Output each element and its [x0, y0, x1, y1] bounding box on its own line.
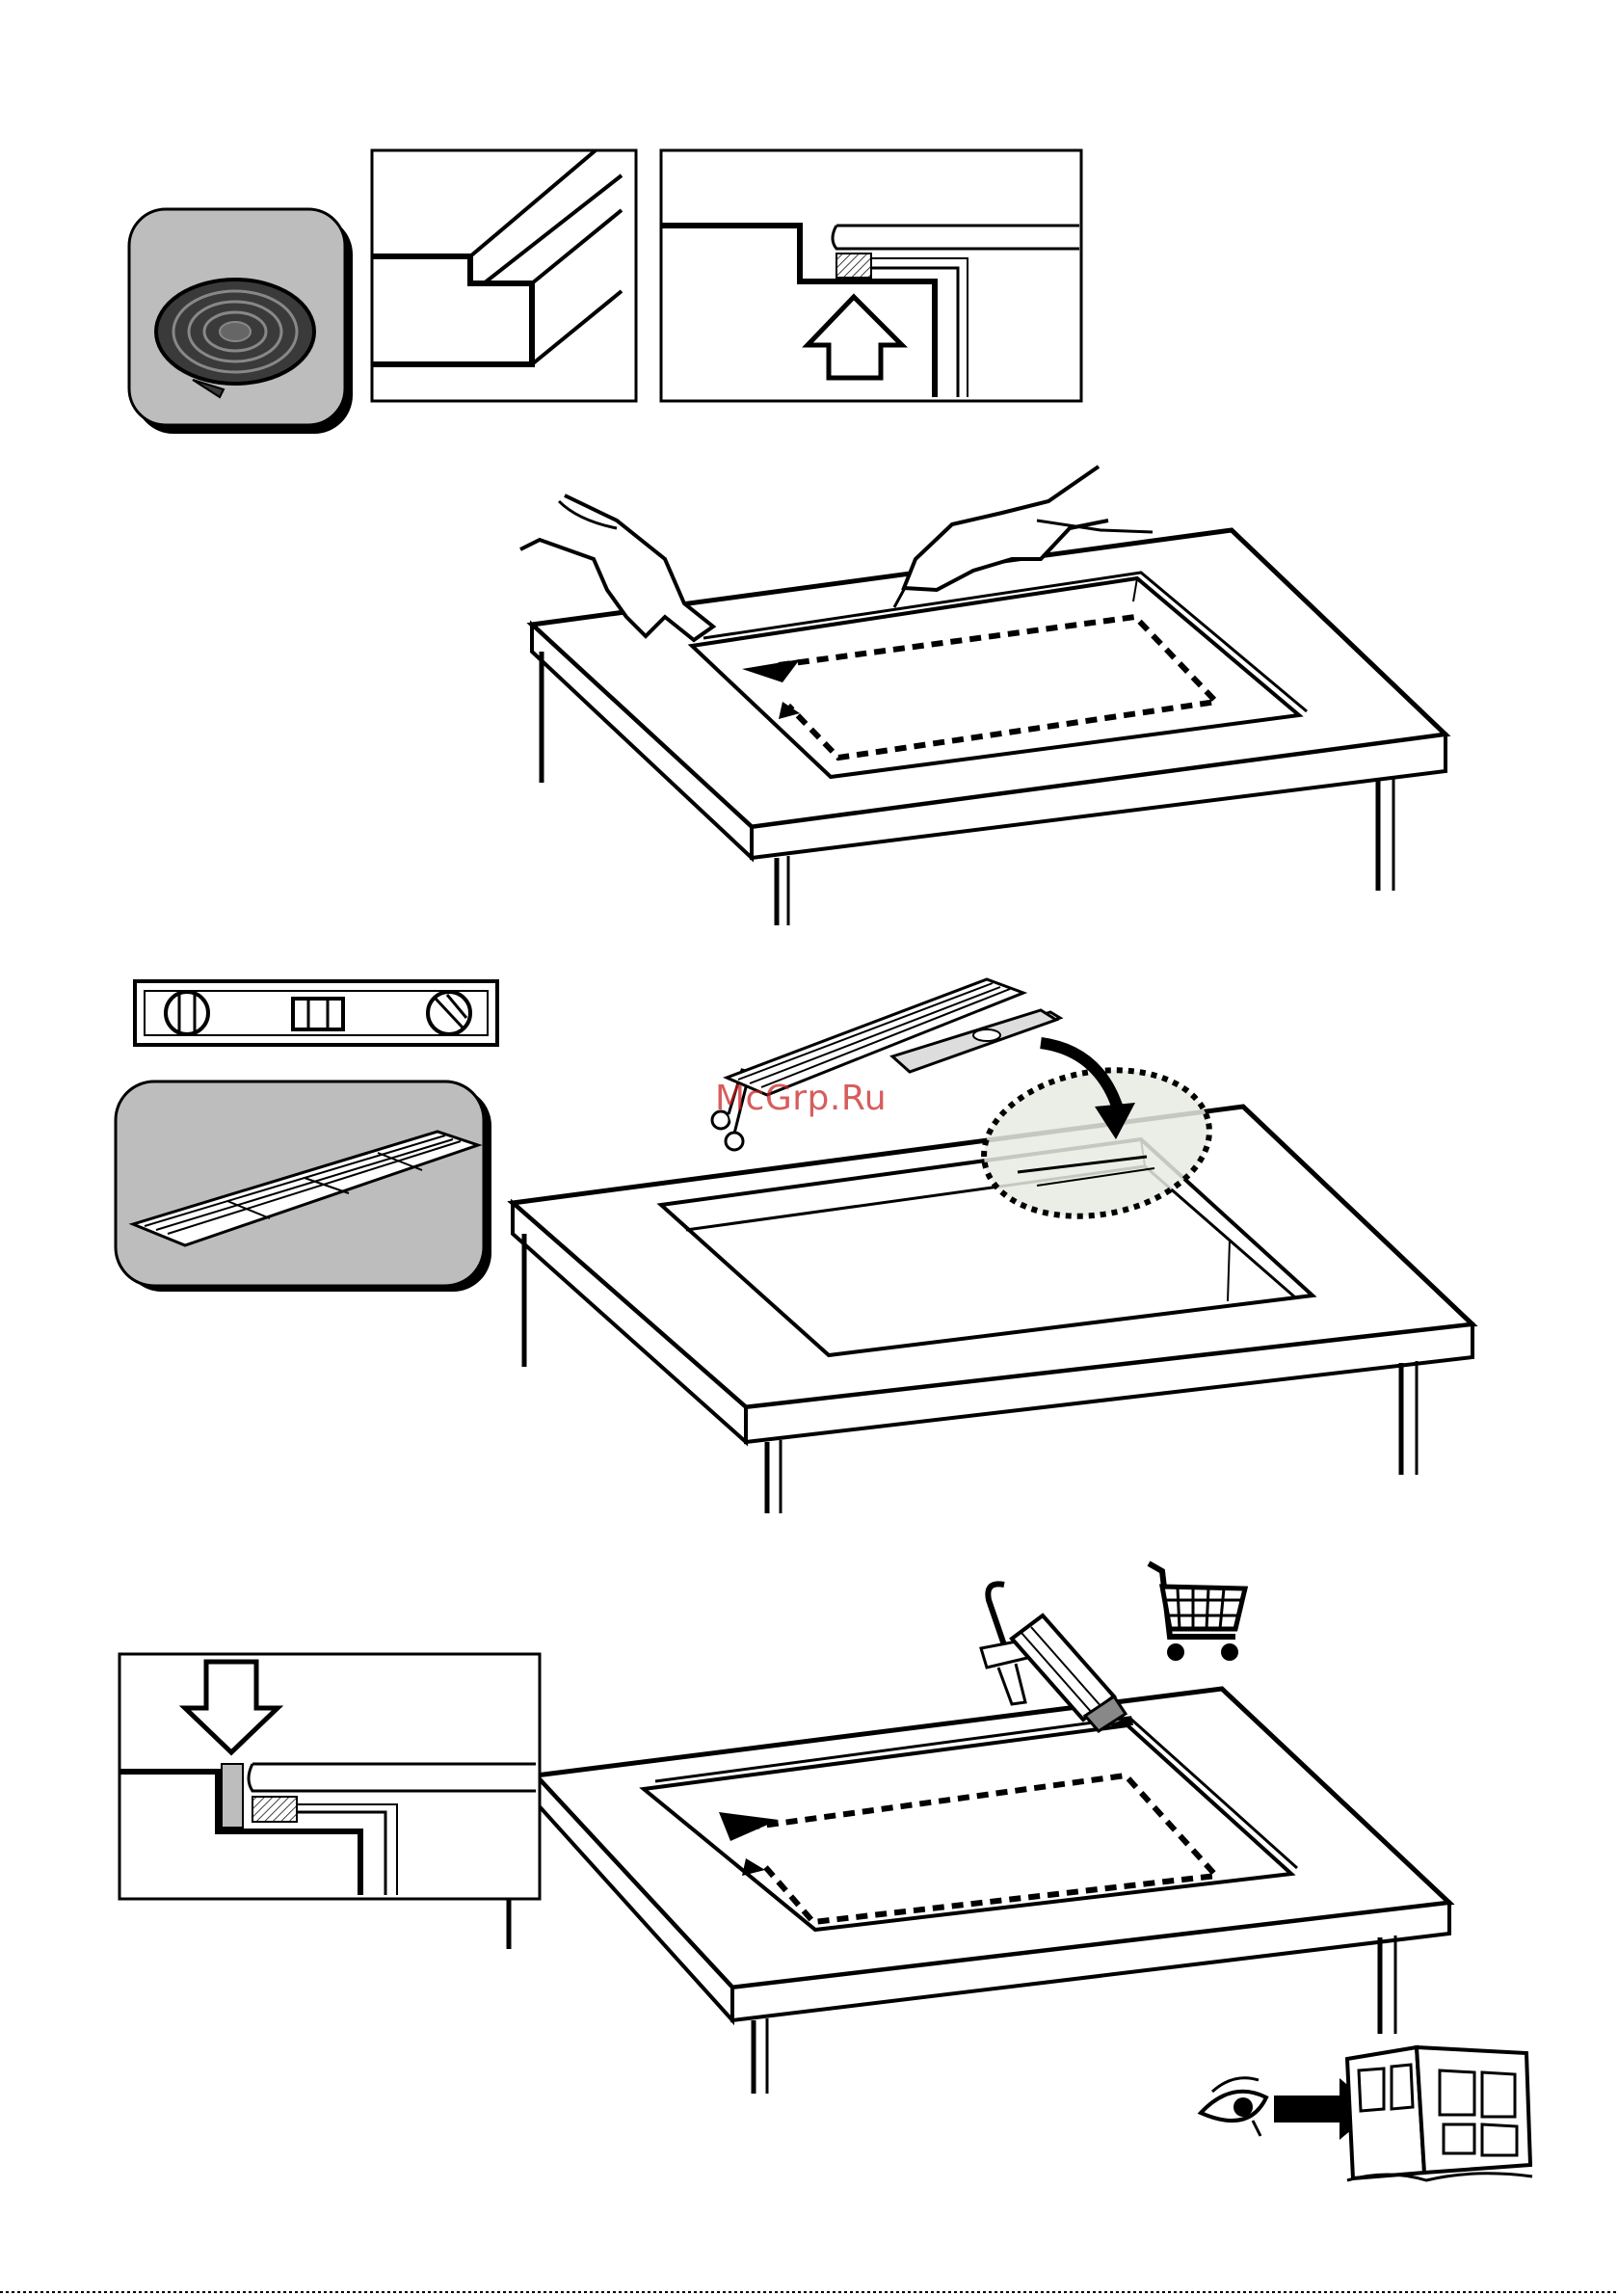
seal-position-detail — [661, 150, 1081, 401]
countertop-with-cutout — [509, 1689, 1449, 2094]
manual-book-icon — [1347, 2047, 1532, 2180]
sealing-tape-roll-icon — [129, 209, 353, 434]
spirit-level-icon — [135, 981, 497, 1045]
seal-detail-cross-section — [119, 1654, 540, 1899]
step-4 — [119, 1563, 1532, 2180]
watermark: McGrp.Ru — [715, 1079, 887, 1118]
shim-strips-icon — [116, 1081, 491, 1292]
eye-icon — [1201, 2078, 1266, 2136]
step-1 — [129, 150, 1081, 434]
step-3 — [116, 979, 1472, 1513]
shim-strip — [727, 979, 1060, 1095]
shopping-cart-icon — [1149, 1563, 1245, 1661]
step-2 — [520, 467, 1446, 925]
cutout-edge-detail — [372, 150, 636, 401]
